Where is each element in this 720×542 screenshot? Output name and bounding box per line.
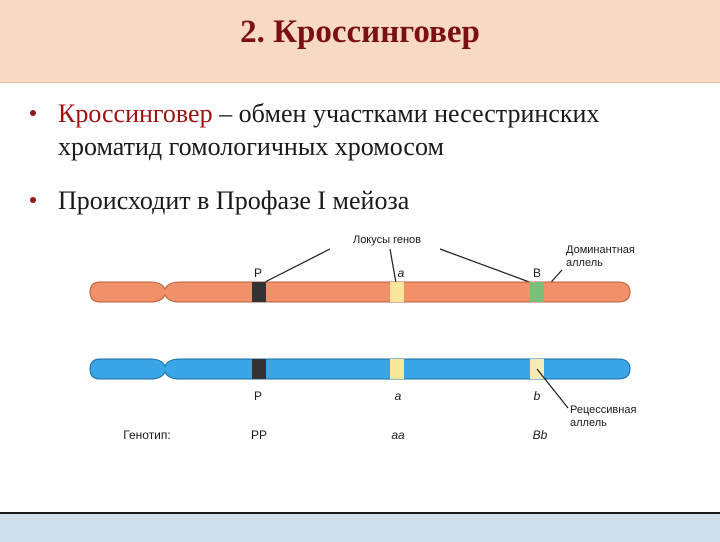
chromosome-diagram-svg: Локусы генов Доминантная аллель P a B Ре… (89, 234, 636, 442)
term-crossover: Кроссинговер (58, 99, 213, 128)
band-a-bottom (390, 359, 404, 379)
genotype-value: aa (391, 428, 405, 442)
genotype-label: Генотип: (123, 428, 170, 442)
chromosome-top (89, 281, 631, 303)
loci-pointer-line (439, 248, 533, 284)
definition-text: – обмен участками несестринских хроматид… (58, 99, 600, 161)
recessive-pointer-line (536, 368, 569, 409)
title-banner: 2. Кроссинговер (0, 0, 720, 83)
top-allele-label: P (254, 266, 262, 280)
bottom-allele-label: a (395, 389, 402, 403)
bullet-crossover-definition: Кроссинговер – обмен участками несестрин… (30, 97, 710, 163)
genotype-value: PP (251, 428, 267, 442)
chromosome-bottom (89, 358, 631, 380)
bottom-allele-label: b (534, 389, 541, 403)
loci-label: Локусы генов (353, 234, 421, 246)
loci-pointer-line (262, 248, 331, 284)
footer-bar (0, 512, 720, 542)
bullet-marker (30, 110, 36, 116)
band-a-top (390, 282, 404, 302)
recessive-label-line1: Рецессивная (570, 404, 636, 416)
top-allele-label: a (398, 266, 405, 280)
bullet-prophase: Происходит в Профазе I мейоза (30, 184, 710, 217)
slide-title: 2. Кроссинговер (240, 14, 480, 50)
dominant-label-line1: Доминантная (566, 244, 635, 256)
chromosome-top-body (89, 281, 631, 303)
chromosome-diagram: Локусы генов Доминантная аллель P a B Ре… (0, 225, 720, 475)
genotype-value: Bb (533, 428, 548, 442)
recessive-label-line2: аллель (570, 417, 607, 429)
prophase-text: Происходит в Профазе I мейоза (58, 186, 410, 215)
band-P-top (252, 282, 266, 302)
bullet-marker (30, 197, 36, 203)
dominant-label-line2: аллель (566, 257, 603, 269)
loci-pointer-line (389, 248, 397, 284)
chromosome-bottom-body (89, 358, 631, 380)
band-B-top (530, 282, 544, 302)
band-P-bottom (252, 359, 266, 379)
top-allele-label: B (533, 266, 541, 280)
bottom-allele-label: P (254, 389, 262, 403)
